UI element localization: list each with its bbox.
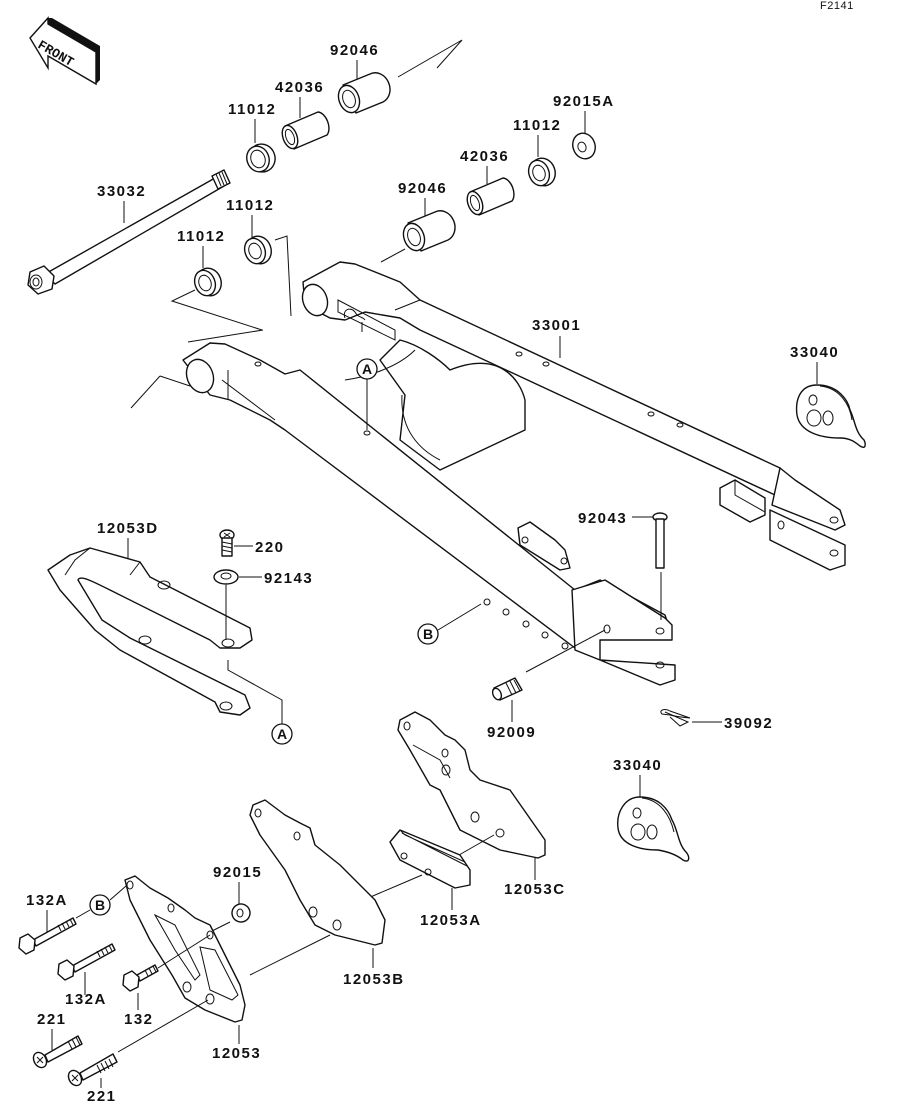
front-arrow-icon: FRONT bbox=[29, 16, 100, 86]
part-39092[interactable]: 39092 bbox=[660, 709, 773, 732]
part-132A-upper[interactable]: 132A bbox=[18, 892, 77, 955]
part-label: 92043 bbox=[578, 510, 627, 527]
part-label: 11012 bbox=[226, 197, 274, 214]
part-12053[interactable]: 12053 bbox=[124, 875, 261, 1062]
callout-b-bracket: B bbox=[75, 885, 127, 919]
svg-text:A: A bbox=[277, 726, 287, 742]
part-92046-upper[interactable]: 92046 bbox=[330, 39, 463, 116]
part-42036-upper[interactable]: 42036 bbox=[275, 79, 330, 151]
part-132A-lower[interactable]: 132A bbox=[57, 943, 116, 1008]
part-92046-lower[interactable]: 92046 bbox=[380, 180, 456, 263]
part-42036-lower[interactable]: 42036 bbox=[460, 148, 515, 217]
part-label: 92143 bbox=[264, 570, 313, 587]
callout-b-swingarm: B bbox=[417, 603, 482, 645]
part-label: 92015A bbox=[553, 93, 615, 110]
part-label: 33032 bbox=[97, 183, 146, 200]
part-12053D[interactable]: 12053D bbox=[47, 520, 253, 716]
part-33032[interactable]: 33032 bbox=[27, 169, 231, 295]
part-label: 11012 bbox=[177, 228, 225, 245]
part-label: 11012 bbox=[513, 117, 561, 134]
part-label: 33040 bbox=[613, 757, 662, 774]
part-33040-lower[interactable]: 33040 bbox=[613, 757, 690, 862]
part-label: 33040 bbox=[790, 344, 839, 361]
callout-a-swingarm: A bbox=[356, 358, 378, 430]
part-label: 12053D bbox=[97, 520, 159, 537]
part-label: 11012 bbox=[228, 101, 276, 118]
part-11012-mid[interactable]: 11012 bbox=[226, 197, 292, 317]
part-92009[interactable]: 92009 bbox=[487, 629, 606, 741]
figure-id: F2141 bbox=[820, 0, 854, 12]
part-12053A[interactable]: 12053A bbox=[339, 829, 482, 929]
part-label: 12053A bbox=[420, 912, 482, 929]
part-33001[interactable]: 33001 bbox=[130, 261, 846, 686]
part-label: 92015 bbox=[213, 864, 262, 881]
part-label: 92046 bbox=[398, 180, 447, 197]
part-132[interactable]: 132 bbox=[122, 934, 211, 1028]
part-11012-top-left[interactable]: 11012 bbox=[228, 101, 279, 176]
svg-text:B: B bbox=[423, 626, 433, 642]
callout-a-slider: A bbox=[227, 660, 293, 745]
part-92043[interactable]: 92043 bbox=[578, 510, 668, 620]
part-221-lower[interactable]: 221 bbox=[66, 999, 209, 1103]
part-33040-upper[interactable]: 33040 bbox=[790, 344, 866, 449]
part-label: 12053B bbox=[343, 971, 405, 988]
part-label: 220 bbox=[255, 539, 285, 556]
part-92015[interactable]: 92015 bbox=[209, 864, 262, 933]
part-label: 33001 bbox=[532, 317, 581, 334]
part-label: 132 bbox=[124, 1011, 154, 1028]
part-11012-top-right[interactable]: 11012 bbox=[513, 117, 561, 189]
part-label: 92009 bbox=[487, 724, 536, 741]
part-label: 132A bbox=[65, 991, 107, 1008]
part-label: 42036 bbox=[275, 79, 324, 96]
part-92015A[interactable]: 92015A bbox=[553, 93, 615, 162]
part-label: 221 bbox=[87, 1088, 117, 1103]
part-label: 39092 bbox=[724, 715, 773, 732]
part-221-upper[interactable]: 221 bbox=[31, 1011, 83, 1070]
part-11012-left[interactable]: 11012 bbox=[170, 228, 263, 331]
part-12053B[interactable]: 12053B bbox=[249, 799, 405, 988]
part-92143[interactable]: 92143 bbox=[213, 569, 313, 640]
svg-text:B: B bbox=[95, 897, 105, 913]
part-label: 132A bbox=[26, 892, 68, 909]
part-label: 42036 bbox=[460, 148, 509, 165]
part-220[interactable]: 220 bbox=[219, 529, 285, 557]
part-label: 12053 bbox=[212, 1045, 261, 1062]
svg-text:A: A bbox=[362, 361, 372, 377]
part-12053C[interactable]: 12053C bbox=[397, 711, 566, 898]
part-label: 92046 bbox=[330, 42, 379, 59]
part-label: 221 bbox=[37, 1011, 67, 1028]
part-label: 12053C bbox=[504, 881, 566, 898]
